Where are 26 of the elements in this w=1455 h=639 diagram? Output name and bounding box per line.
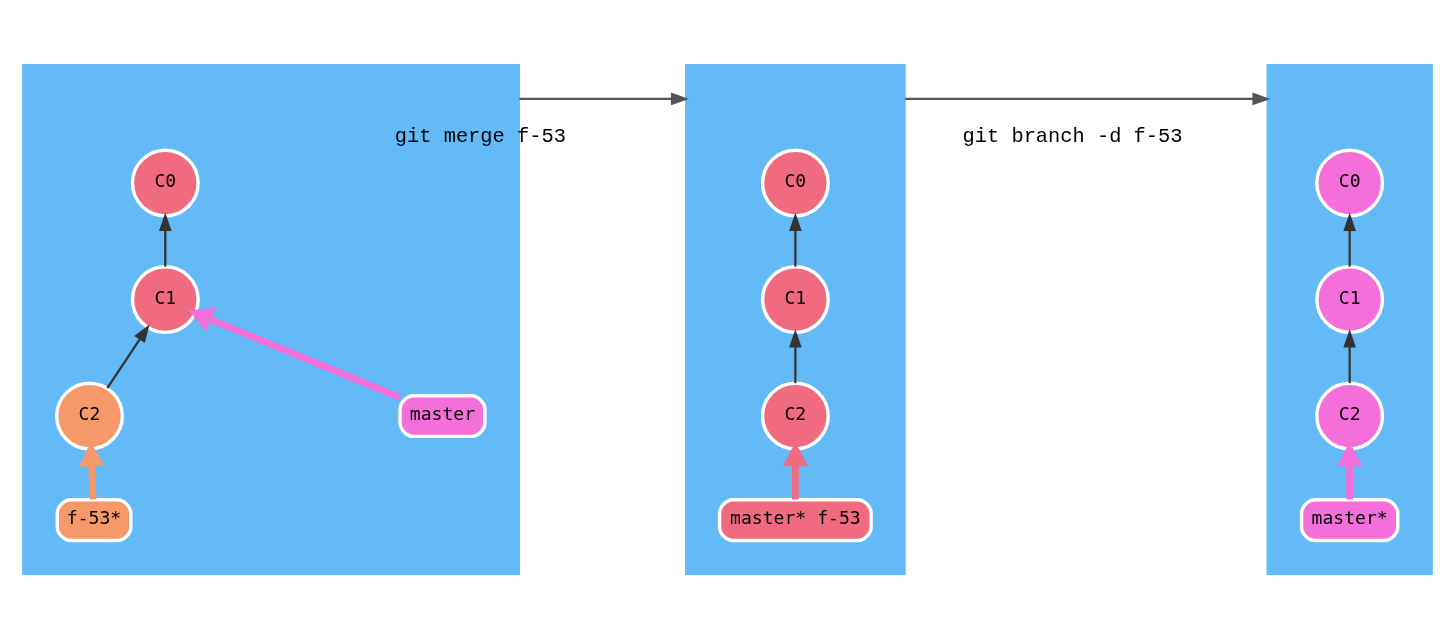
node-circle: C0: [130, 148, 200, 218]
arrow: [1343, 212, 1356, 267]
cluster: [1266, 64, 1433, 575]
arrow: [519, 92, 690, 106]
node-circle: C1: [1315, 265, 1385, 335]
arrow: [188, 307, 402, 401]
node-circle: C2: [1315, 381, 1385, 451]
arrow: [158, 212, 172, 267]
arrow: [789, 329, 802, 384]
arrow: [905, 92, 1271, 106]
node-circle: C1: [130, 265, 200, 335]
node-circle: C0: [1315, 148, 1385, 218]
node-circle: C2: [55, 381, 124, 451]
arrow: [1343, 329, 1356, 384]
node-box: master: [398, 394, 487, 439]
edge-label: git branch -d f-53: [962, 125, 1183, 149]
node-circle: C0: [760, 148, 830, 218]
cluster: [685, 64, 906, 575]
arrow: [106, 324, 150, 389]
arrow: [789, 212, 802, 267]
node-box: master* f-53: [717, 498, 873, 543]
node-circle: C2: [760, 381, 830, 451]
node-box: f-53*: [55, 498, 133, 543]
cluster: [22, 64, 520, 575]
node-circle: C1: [760, 265, 830, 335]
node-box: master*: [1299, 498, 1400, 543]
